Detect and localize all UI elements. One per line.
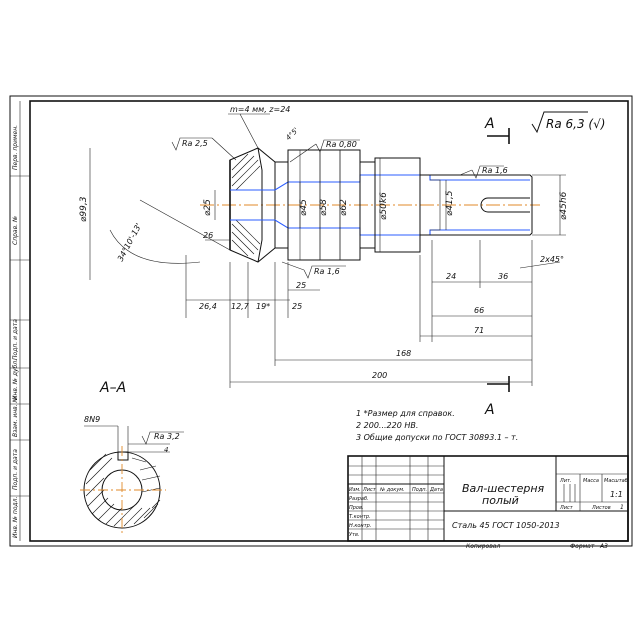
dim-l264: 26,4 [199,302,217,311]
tb-scale: Масштаб [604,478,628,484]
tb-col-list: Лист [362,487,377,493]
left-margin-strip: Перв. примен. Справ. № Подп. и дата Инв.… [10,101,30,541]
tb-format-value: А3 [599,543,608,550]
section-aa: А–А 8N9 Ra 3,2 [80,380,184,534]
dim-d45h6: ⌀45h6 [559,191,569,220]
dim-d25: ⌀25 [203,199,213,216]
section-hatch [85,453,161,527]
gear-hatch-bottom [231,219,261,257]
dim-d58: ⌀58 [319,199,329,216]
dim-d62: ⌀62 [339,199,349,216]
note-1: 1 *Размер для справок. [356,409,455,418]
dim-l200: 200 [372,371,387,380]
section-title: А–А [99,380,126,396]
tb-format: Формат [570,543,595,550]
tb-mass: Масса [583,478,599,484]
tb-role-2: Т.контр. [349,514,371,520]
margin-label-4: Взам. инв. № [12,396,19,437]
rough-r32: Ra 3,2 [154,432,180,441]
section-label-top: А [484,116,495,132]
tb-scale-value: 1:1 [610,490,623,499]
gear-params: m=4 мм, z=24 4°5' [228,105,300,149]
dim-l36: 36 [498,272,508,281]
length-dimensions: 26 26,4 12,7 19* 25 25 24 36 2х45° 66 71… [185,231,564,388]
general-roughness-symbol: Ra 6,3 (√) [531,111,605,134]
margin-label-0: Перв. примен. [12,125,19,170]
note-3: 3 Общие допуски по ГОСТ 30893.1 – т. [356,433,518,442]
tb-sheet-label: Лист [559,505,574,511]
tb-name-line2: полый [482,494,519,507]
dim-d415: ⌀41,5 [445,190,455,216]
tb-sheets-label: Листов [591,505,611,511]
note-2: 2 200...220 НВ. [356,421,418,430]
dim-key: 8N9 [84,415,100,424]
dim-key-depth: 4 [164,446,168,454]
roughness-marks: Ra 2,5 Ra 0,80 Ra 1,6 Ra 1,6 [171,137,508,279]
dim-l66: 66 [474,306,484,315]
tb-name-line1: Вал-шестерня [462,482,545,495]
tb-role-4: Н.контр. [349,523,371,529]
section-label-bottom: А [484,402,495,418]
margin-label-5: Подп. и дата [12,449,19,490]
tb-lit: Лит. [559,478,572,484]
tb-sheets-value: 1 [620,504,624,511]
rough-r16a: Ra 1,6 [482,166,508,175]
dim-l168: 168 [396,349,411,358]
gear-params-text: m=4 мм, z=24 [230,105,290,114]
angle-mark: 4°5' [284,126,300,142]
margin-label-1: Справ. № [12,216,19,245]
tb-role-1: Пров. [349,505,364,511]
rough-r16b: Ra 1,6 [314,267,340,276]
section-arrow-top: А [484,116,510,144]
tb-col-doc: № докум. [379,487,405,493]
inner-frame [29,100,629,542]
tb-col-sign: Подп. [412,487,427,493]
tb-copied: Копировал [466,543,500,550]
outer-frame [9,95,633,547]
dim-l25a: 25 [296,281,306,290]
dim-d993: ⌀99,3 [79,196,89,222]
notes: 1 *Размер для справок. 2 200...220 НВ. 3… [356,409,518,442]
tb-material: Сталь 45 ГОСТ 1050-2013 [452,521,560,530]
roughness-general-text: Ra 6,3 (√) [546,117,605,131]
dim-d45: ⌀45 [299,199,309,216]
margin-label-3: Инв. № дубл. [12,359,19,400]
tb-col-date: Дата [429,487,443,493]
dim-l25b: 25 [292,302,302,311]
dim-d50k6: ⌀50k6 [379,192,389,220]
dim-l19: 19* [256,302,270,311]
tb-col-izm: Изм. [349,487,361,493]
rough-r080: Ra 0,80 [326,140,357,149]
tb-role-5: Утв. [349,532,360,538]
dim-chamfer: 2х45° [540,255,564,264]
title-block: Изм. Лист № докум. Подп. Дата Разраб. Пр… [347,455,629,550]
dim-l26: 26 [203,231,213,240]
dim-l71: 71 [474,326,484,335]
rough-r25: Ra 2,5 [182,139,208,148]
tb-role-0: Разраб. [349,496,369,502]
gear-hatch-top [231,153,261,191]
dim-l127: 12,7 [231,302,250,311]
section-arrow-bottom: А [484,376,510,418]
dim-l24: 24 [446,272,456,281]
margin-label-2: Подп. и дата [12,319,19,360]
margin-label-6: Инв. № подл. [12,497,19,538]
